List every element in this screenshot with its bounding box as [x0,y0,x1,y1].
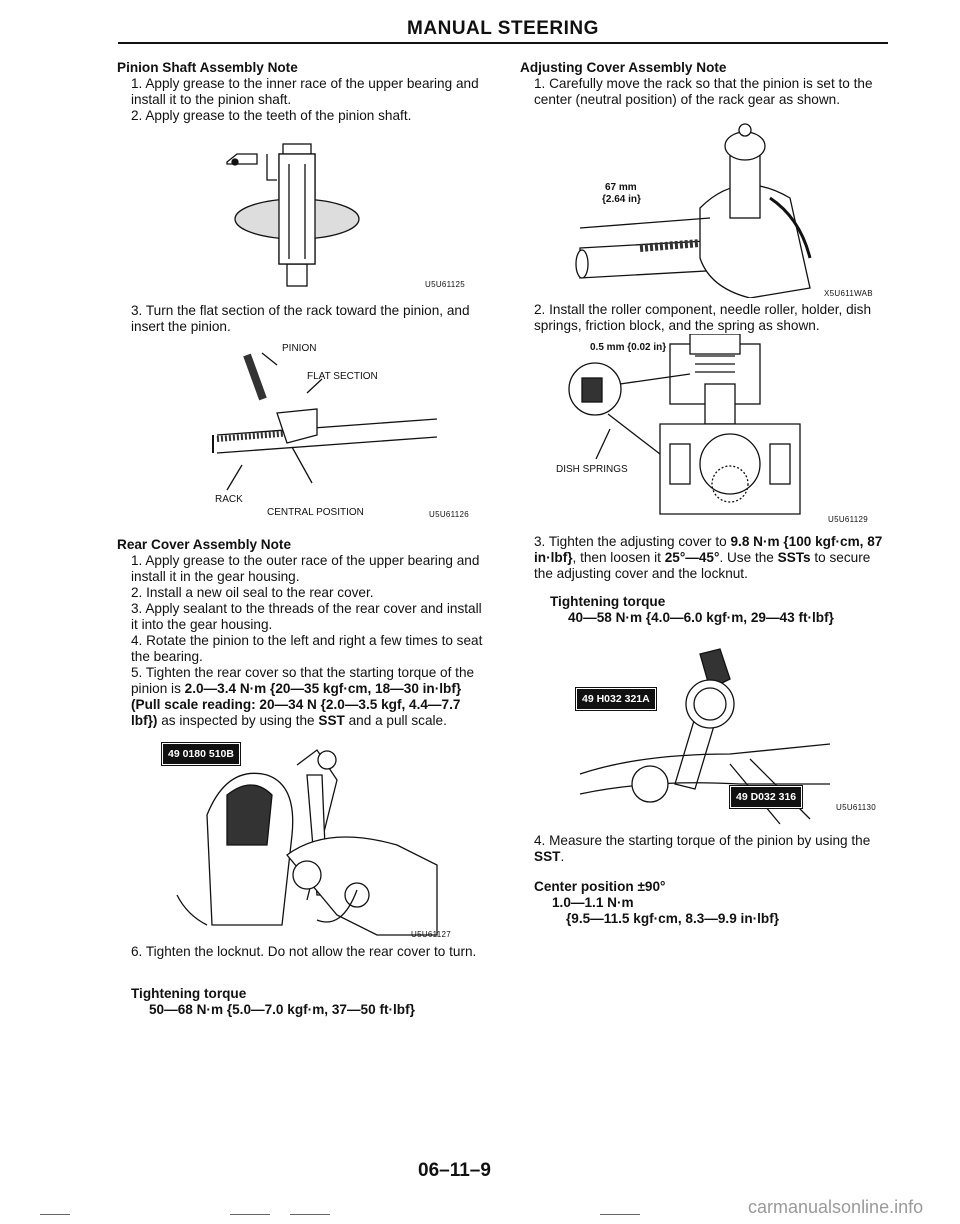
step5-text-mid: as inspected by using the [157,713,319,728]
rear-step-6: 6. Tighten the locknut. Do not allow the… [131,944,477,959]
sst-adjust-figure: 49 H032 321A 49 D032 316 U5U61130 [520,644,890,829]
left-column: Pinion Shaft Assembly Note 1. Apply grea… [117,60,487,1018]
center-value-1: 1.0—1.1 N·m [552,895,634,910]
gap-label: 0.5 mm {0.02 in} [590,342,667,353]
step4-sst: SST [534,849,561,864]
figure-code: U5U61130 [836,803,877,812]
center-value-2: {9.5—11.5 kgf·cm, 8.3—9.9 in·lbf} [566,911,780,926]
step3-text: 3. Tighten the adjusting cover to [534,534,731,549]
rack-label: RACK [215,494,243,505]
adjust-components-figure: 0.5 mm {0.02 in} DISH SPRINGS U5U61129 [520,333,890,524]
step5-torque: 2.0—3.4 N·m {20—35 kgf·cm, 18—30 in·lbf}… [131,681,462,728]
pull-scale-figure: 49 0180 510B U5U61127 [117,735,487,940]
rack-step-3: 3. Turn the flat section of the rack tow… [131,303,470,334]
scan-mark [290,1214,330,1215]
sst-tag-1: 49 H032 321A [575,687,657,711]
pinion-step-2: 2. Apply grease to the teeth of the pini… [131,108,412,123]
figure-code: U5U61129 [828,515,869,524]
torque-heading: Tightening torque [131,986,247,1001]
rack-drawing [212,352,438,491]
pull-scale-drawing [176,749,438,936]
watermark: carmanualsonline.info [748,1197,924,1217]
step4-text: 4. Measure the starting torque of the pi… [534,833,871,848]
pinion-step-1: 1. Apply grease to the inner race of the… [131,76,479,107]
rack-center-figure: 67 mm {2.64 in} X5U611WAB [520,108,890,299]
torque-value: 40—58 N·m {4.0—6.0 kgf·m, 29—43 ft·lbf} [568,610,834,625]
step5-text-post: and a pull scale. [344,713,447,728]
step3-sst: SSTs [777,550,811,565]
right-column: Adjusting Cover Assembly Note 1. Careful… [520,60,890,927]
adjust-step-4: 4. Measure the starting torque of the pi… [520,833,890,865]
sst-tag-2: 49 D032 316 [728,785,804,809]
dim-label: 67 mm [605,182,637,193]
flat-section-label: FLAT SECTION [307,371,378,382]
step5-text: 5. Tighten the rear cover so that the st… [131,665,475,696]
step4-text-post: . [560,849,565,864]
pinion-shaft-drawing [226,143,360,287]
rack-figure: PINION FLAT SECTION RACK CENTRAL POSITIO… [117,335,487,525]
pinion-shaft-figure: U5U61125 [117,124,487,299]
rear-step-1: 1. Apply grease to the outer race of the… [131,553,480,584]
step3-angle: 25°—45° [664,550,720,565]
scan-mark [230,1214,270,1215]
sst-adjust-drawing [579,648,831,825]
figure-code: U5U61127 [411,930,452,939]
sst-tag: 49 0180 510B [161,742,241,766]
figure-code: X5U611WAB [824,289,873,298]
step3-text-post: to secure the adjusting cover and the lo… [534,550,871,581]
figure-code: U5U61125 [425,280,466,289]
pinion-heading: Pinion Shaft Assembly Note [117,60,298,75]
rack-center-drawing [575,123,812,299]
step3-text-mid: , then loosen it [572,550,665,565]
page-number: 06–11–9 [418,1160,491,1181]
torque-heading: Tightening torque [550,594,666,609]
rear-step-3: 3. Apply sealant to the threads of the r… [131,601,482,632]
adjust-step-1: 1. Carefully move the rack so that the p… [534,76,873,107]
dish-springs-label: DISH SPRINGS [556,464,628,475]
scan-mark [40,1214,70,1215]
adjusting-cover-heading: Adjusting Cover Assembly Note [520,60,727,75]
step3-text-mid2: . Use the [719,550,778,565]
rear-step-4: 4. Rotate the pinion to the left and rig… [131,633,483,664]
figure-code: U5U61126 [429,510,470,519]
step5-sst: SST [318,713,345,728]
pinion-label: PINION [282,343,317,354]
adjust-step-2: 2. Install the roller component, needle … [534,302,872,333]
adjust-step-3: 3. Tighten the adjusting cover to 9.8 N·… [520,534,890,582]
adjust-components-drawing [568,333,801,515]
rear-step-5: 5. Tighten the rear cover so that the st… [131,665,487,729]
rear-cover-heading: Rear Cover Assembly Note [117,537,292,552]
header-rule [118,42,888,44]
step3-torque: 9.8 N·m {100 kgf·cm, 87 in·lbf} [534,534,883,565]
torque-value: 50—68 N·m {5.0—7.0 kgf·m, 37—50 ft·lbf} [149,1002,415,1017]
center-position-heading: Center position ±90° [534,879,666,894]
page-title: MANUAL STEERING [407,18,599,39]
rear-step-2: 2. Install a new oil seal to the rear co… [131,585,374,600]
dim-label-inch: {2.64 in} [602,194,641,205]
scan-mark [600,1214,640,1215]
central-position-label: CENTRAL POSITION [267,507,364,518]
